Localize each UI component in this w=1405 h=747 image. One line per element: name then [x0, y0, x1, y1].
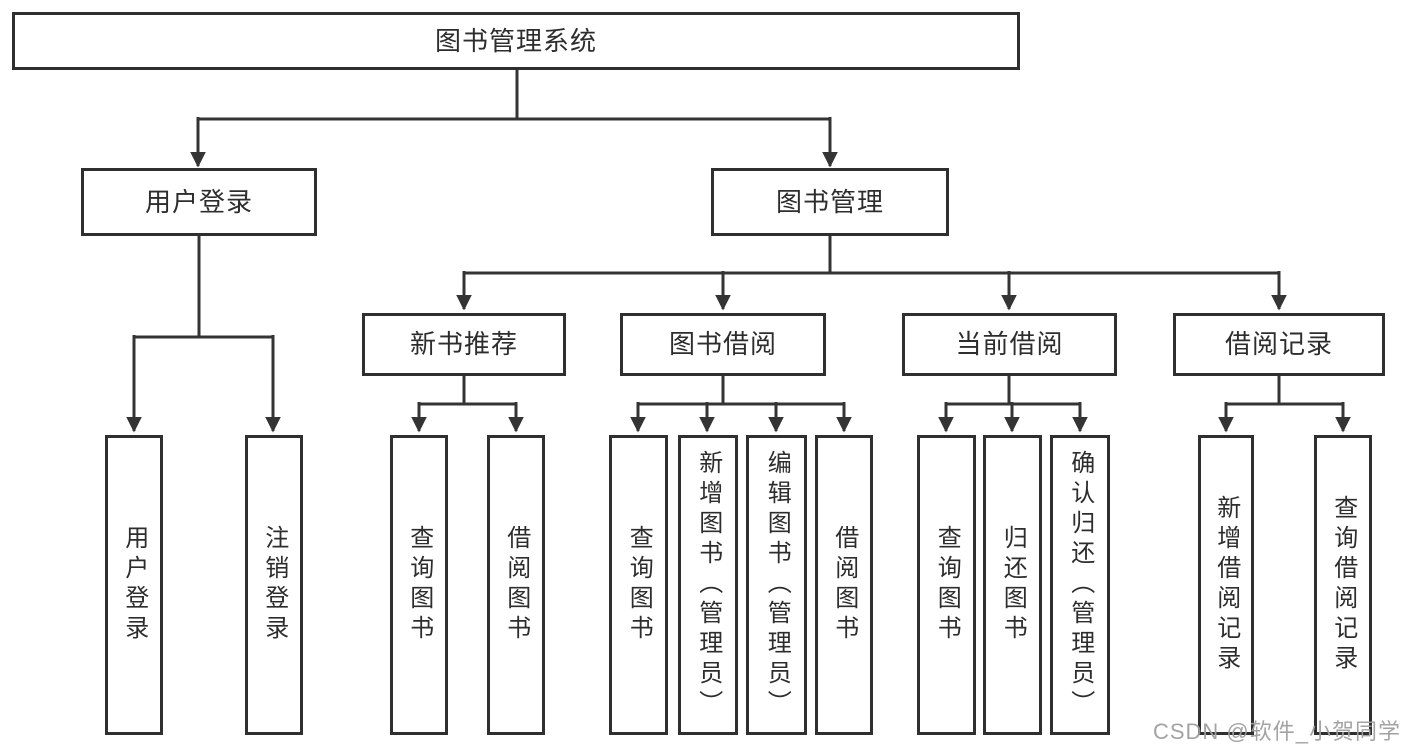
leaf-add-borrow-record: 新增借阅记录 — [1198, 435, 1254, 735]
leaf-add-books-admin: 新增图书（管理员） — [678, 435, 738, 735]
leaf-confirm-return-admin: 确认归还（管理员） — [1050, 435, 1110, 735]
node-current-borrowing: 当前借阅 — [902, 313, 1117, 376]
node-book-management: 图书管理 — [711, 168, 949, 236]
leaf-edit-books-admin: 编辑图书（管理员） — [746, 435, 807, 735]
node-library-management-system: 图书管理系统 — [12, 12, 1020, 70]
node-new-book-recommend: 新书推荐 — [362, 313, 566, 376]
leaf-query-books-current: 查询图书 — [917, 435, 976, 735]
leaf-query-books-borrowing: 查询图书 — [609, 435, 668, 735]
leaf-query-books-recommend: 查询图书 — [390, 435, 448, 735]
leaf-user-login: 用户登录 — [105, 435, 163, 735]
node-book-borrowing: 图书借阅 — [620, 313, 826, 376]
leaf-return-books: 归还图书 — [983, 435, 1042, 735]
node-borrowing-records: 借阅记录 — [1173, 313, 1385, 376]
connector-elbows — [134, 70, 1343, 406]
node-user-login: 用户登录 — [81, 168, 317, 236]
leaf-borrow-books-recommend: 借阅图书 — [487, 435, 545, 735]
leaf-logout: 注销登录 — [245, 435, 303, 735]
leaf-query-borrow-record: 查询借阅记录 — [1314, 435, 1372, 735]
csdn-watermark: CSDN @软件_小贺同学 — [1152, 719, 1401, 744]
leaf-borrow-books-borrowing: 借阅图书 — [815, 435, 873, 735]
